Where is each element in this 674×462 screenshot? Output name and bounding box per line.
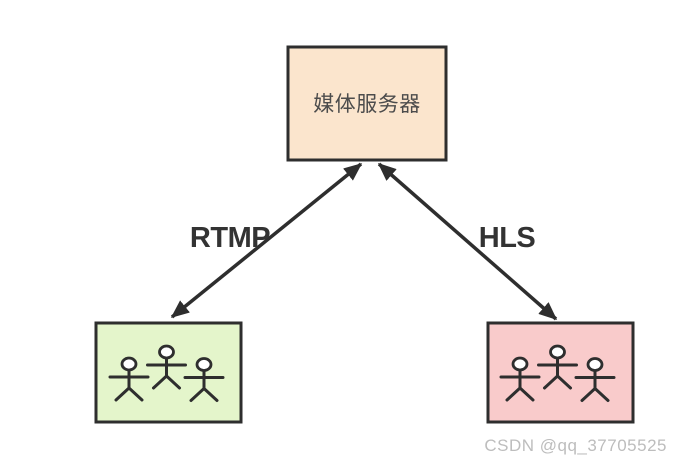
rtmp-audience-box [94, 321, 243, 424]
hls-edge: HLS [377, 162, 558, 321]
media-server-box [286, 45, 448, 162]
hls-label: HLS [479, 222, 536, 254]
rtmp-arrow [170, 162, 363, 319]
rtmp-label: RTMP [190, 222, 270, 254]
hls-audience-node [486, 321, 635, 424]
rtmp-audience-node [94, 321, 243, 424]
media-server-label: 媒体服务器 [313, 93, 421, 116]
watermark-text: CSDN @qq_37705525 [484, 436, 667, 455]
hls-arrow [377, 162, 558, 321]
hls-audience-box [486, 321, 635, 424]
media-server-node: 媒体服务器 [286, 45, 448, 162]
rtmp-edge: RTMP [170, 162, 363, 319]
